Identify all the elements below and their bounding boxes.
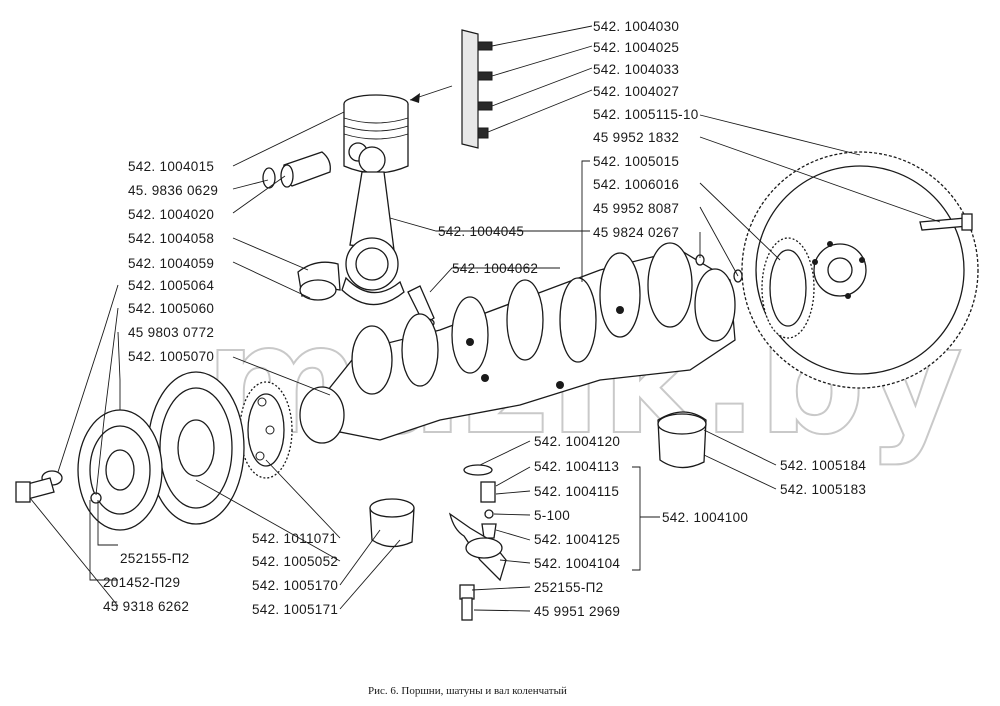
label-252155-p2-front: 252155-П2: [120, 551, 189, 566]
rod-bearing-shells: [297, 261, 341, 301]
flywheel-bolt: [919, 213, 973, 231]
label-542-1004058: 542. 1004058: [128, 231, 214, 246]
label-542-1004125: 542. 1004125: [534, 532, 620, 547]
label-45-9824-0267: 45 9824 0267: [593, 225, 679, 240]
label-542-1004104: 542. 1004104: [534, 556, 620, 571]
label-542-1004027: 542. 1004027: [593, 84, 679, 99]
damper-pulley: [147, 371, 245, 525]
label-542-1004045: 542. 1004045: [438, 224, 524, 239]
label-45-9952-1832: 45 9952 1832: [593, 130, 679, 145]
crankshaft: [299, 242, 736, 444]
main-bearing-shell-lower: [369, 498, 415, 548]
label-542-1006016: 542. 1006016: [593, 177, 679, 192]
label-45-9803-0772: 45 9803 0772: [128, 325, 214, 340]
label-542-1004120: 542. 1004120: [534, 434, 620, 449]
label-542-1004030: 542. 1004030: [593, 19, 679, 34]
ring-gear: [761, 237, 815, 339]
label-45-9951-2969: 45 9951 2969: [534, 604, 620, 619]
piston: [343, 94, 409, 174]
part-labels: 542. 1004030 542. 1004025 542. 1004033 5…: [103, 19, 866, 619]
label-542-1004015: 542. 1004015: [128, 159, 214, 174]
label-542-1004020: 542. 1004020: [128, 207, 214, 222]
timing-gear: [239, 381, 293, 479]
label-201452-p29: 201452-П29: [103, 575, 180, 590]
connecting-rod: [341, 146, 405, 306]
front-bolt: [15, 470, 102, 504]
label-5-100: 5-100: [534, 508, 570, 523]
leader-lines: [29, 25, 941, 612]
label-542-1004059: 542. 1004059: [128, 256, 214, 271]
label-542-1005064: 542. 1005064: [128, 278, 214, 293]
piston-pin: [262, 151, 331, 189]
label-542-1004100: 542. 1004100: [662, 510, 748, 525]
label-542-1004113: 542. 1004113: [534, 459, 619, 474]
label-542-1011071: 542. 1011071: [252, 531, 337, 546]
label-542-1005052: 542. 1005052: [252, 554, 338, 569]
label-542-1005060: 542. 1005060: [128, 301, 214, 316]
label-542-1005184: 542. 1005184: [780, 458, 866, 473]
label-542-1005183: 542. 1005183: [780, 482, 866, 497]
oil-nozzle-assembly: [448, 464, 507, 621]
label-45-9836-0629: 45. 9836 0629: [128, 183, 218, 198]
label-542-1004062: 542. 1004062: [452, 261, 538, 276]
piston-ring-section: [409, 29, 493, 149]
label-542-1005170: 542. 1005170: [252, 578, 338, 593]
label-542-1005015: 542. 1005015: [593, 154, 679, 169]
label-542-1005070: 542. 1005070: [128, 349, 214, 364]
label-45-9952-8087: 45 9952 8087: [593, 201, 679, 216]
label-542-1004025: 542. 1004025: [593, 40, 679, 55]
label-542-1005171: 542. 1005171: [252, 602, 338, 617]
main-bearing-shells-right: [657, 411, 707, 469]
label-45-9318-6262: 45 9318 6262: [103, 599, 189, 614]
label-542-1005115-10: 542. 1005115-10: [593, 107, 699, 122]
figure-caption: Рис. 6. Поршни, шатуны и вал коленчатый: [368, 685, 567, 697]
crank-pulley: [77, 409, 163, 531]
label-252155-p2-nozzle: 252155-П2: [534, 580, 603, 595]
label-542-1004033: 542. 1004033: [593, 62, 679, 77]
label-542-1004115: 542. 1004115: [534, 484, 619, 499]
